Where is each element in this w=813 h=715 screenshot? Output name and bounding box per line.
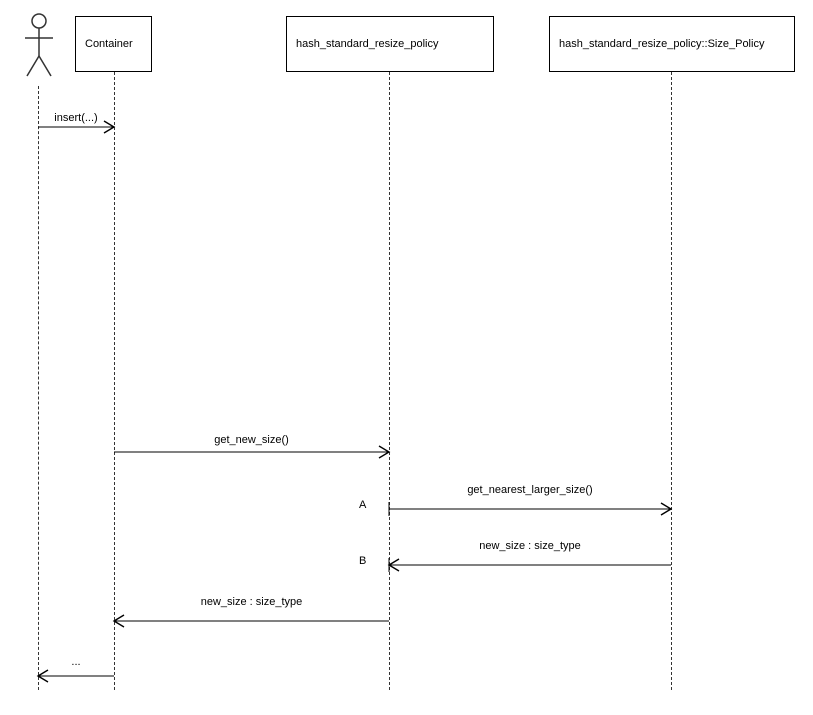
participant-box-resize-policy[interactable]: hash_standard_resize_policy (286, 16, 494, 72)
lifeline-resize-policy (389, 72, 390, 690)
marker-label-b: B (359, 555, 367, 567)
message-label-insert: insert(...) (54, 112, 98, 124)
participant-label-resize-policy: hash_standard_resize_policy (296, 37, 439, 50)
lifeline-size-policy (671, 72, 672, 690)
message-arrow-get-nearest-larger-size[interactable] (388, 502, 673, 516)
actor-icon (25, 13, 53, 77)
participant-box-size-policy[interactable]: hash_standard_resize_policy::Size_Policy (549, 16, 795, 72)
message-arrow-get-new-size[interactable] (114, 445, 391, 459)
message-arrow-return-size-policy[interactable] (387, 558, 671, 572)
lifeline-container (114, 72, 115, 690)
message-arrow-return-container[interactable] (36, 669, 114, 683)
message-label-return-size-policy: new_size : size_type (479, 540, 581, 552)
message-label-return-resize-policy: new_size : size_type (200, 596, 303, 608)
message-label-get-nearest-larger-size: get_nearest_larger_size() (467, 484, 593, 496)
participant-label-container: Container (85, 37, 133, 50)
message-arrow-return-resize-policy[interactable] (112, 614, 389, 628)
marker-label-a: A (359, 499, 367, 511)
actor-figure (20, 12, 58, 82)
participant-box-container[interactable]: Container (75, 16, 152, 72)
participant-label-size-policy: hash_standard_resize_policy::Size_Policy (559, 37, 765, 50)
message-label-return-container: ... (71, 656, 81, 668)
message-label-get-new-size: get_new_size() (214, 434, 289, 446)
lifeline-actor (38, 86, 39, 690)
